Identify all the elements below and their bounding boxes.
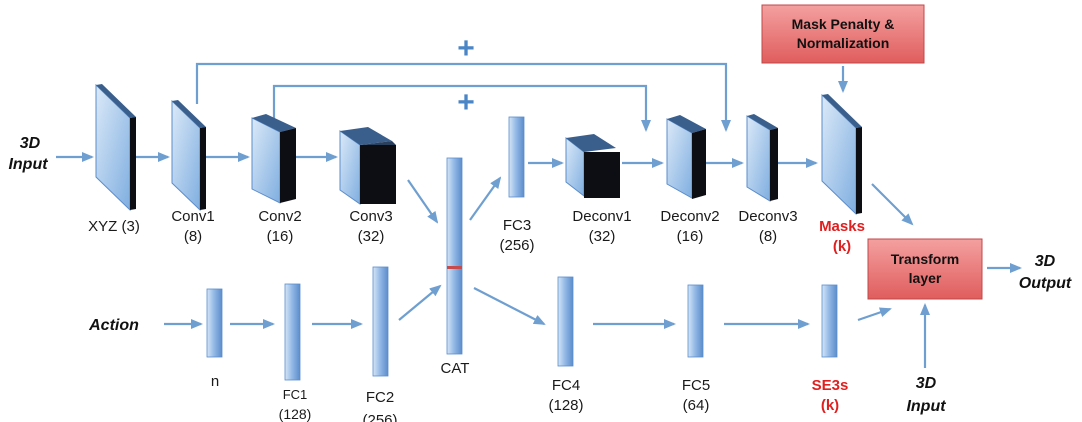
output-3d-line1: 3D: [1035, 253, 1056, 270]
output-3d-line2: Output: [1019, 275, 1072, 292]
skip-connection-inner: [272, 84, 651, 132]
layer-fc2: [372, 266, 389, 377]
layer-masks: [821, 93, 862, 216]
input-3d-bottom-line2: Input: [906, 398, 946, 415]
label-fc4-size: (128): [548, 397, 583, 414]
layer-cat: [446, 157, 463, 355]
label-fc2-size: (256): [362, 412, 397, 422]
label-fc3-name: FC3: [503, 217, 531, 234]
label-se3s-size: (k): [821, 397, 839, 414]
label-masks-size: (k): [833, 238, 851, 255]
input-3d-top-line1: 3D: [20, 135, 41, 152]
layer-conv2: [251, 114, 296, 204]
label-fc3-size: (256): [499, 237, 534, 254]
layer-n: [206, 288, 223, 358]
mask-penalty-line1: Mask Penalty &: [792, 16, 895, 32]
flow-arrows: [56, 66, 1022, 368]
transform-layer-line2: layer: [909, 270, 942, 286]
label-fc5-name: FC5: [682, 377, 710, 394]
label-fc2-name: FC2: [366, 389, 394, 406]
label-cat: CAT: [441, 360, 470, 377]
mask-penalty-box: Mask Penalty & Normalization: [761, 4, 925, 64]
skip-plus-inner: +: [457, 86, 475, 119]
skip-plus-outer: +: [457, 32, 475, 65]
mask-penalty-line2: Normalization: [797, 35, 890, 51]
layer-fc5: [687, 284, 704, 358]
layer-conv1: [171, 99, 206, 212]
action-label: Action: [88, 317, 139, 334]
layer-fc3: [508, 116, 525, 198]
input-3d-top-line2: Input: [8, 156, 48, 173]
layer-fc4: [557, 276, 574, 367]
label-se3s-name: SE3s: [812, 377, 849, 394]
label-conv1-size: (8): [184, 228, 202, 245]
transform-layer-box: Transform layer: [867, 238, 983, 300]
label-conv3-name: Conv3: [349, 208, 392, 225]
label-deconv1-name: Deconv1: [572, 208, 631, 225]
layer-conv3: [339, 127, 396, 205]
layer-xyz: [95, 83, 136, 212]
label-n: n: [211, 373, 219, 390]
label-fc1-name: FC1: [283, 387, 308, 402]
label-conv2-size: (16): [267, 228, 294, 245]
skip-connection-outer: [195, 62, 731, 132]
label-deconv2-size: (16): [677, 228, 704, 245]
label-fc1-size: (128): [279, 406, 312, 422]
label-fc5-size: (64): [683, 397, 710, 414]
label-deconv2-name: Deconv2: [660, 208, 719, 225]
layer-deconv3: [746, 114, 778, 202]
label-conv3-size: (32): [358, 228, 385, 245]
layer-deconv1: [565, 134, 620, 198]
label-masks-name: Masks: [819, 218, 865, 235]
label-fc4-name: FC4: [552, 377, 580, 394]
label-xyz: XYZ (3): [88, 218, 140, 235]
layer-se3s: [821, 284, 838, 358]
label-deconv3-size: (8): [759, 228, 777, 245]
layer-deconv2: [666, 115, 706, 199]
transform-layer-line1: Transform: [891, 251, 959, 267]
label-deconv1-size: (32): [589, 228, 616, 245]
layer-fc1: [284, 283, 301, 381]
label-deconv3-name: Deconv3: [738, 208, 797, 225]
input-3d-bottom-line1: 3D: [916, 375, 937, 392]
label-conv2-name: Conv2: [258, 208, 301, 225]
label-conv1-name: Conv1: [171, 208, 214, 225]
